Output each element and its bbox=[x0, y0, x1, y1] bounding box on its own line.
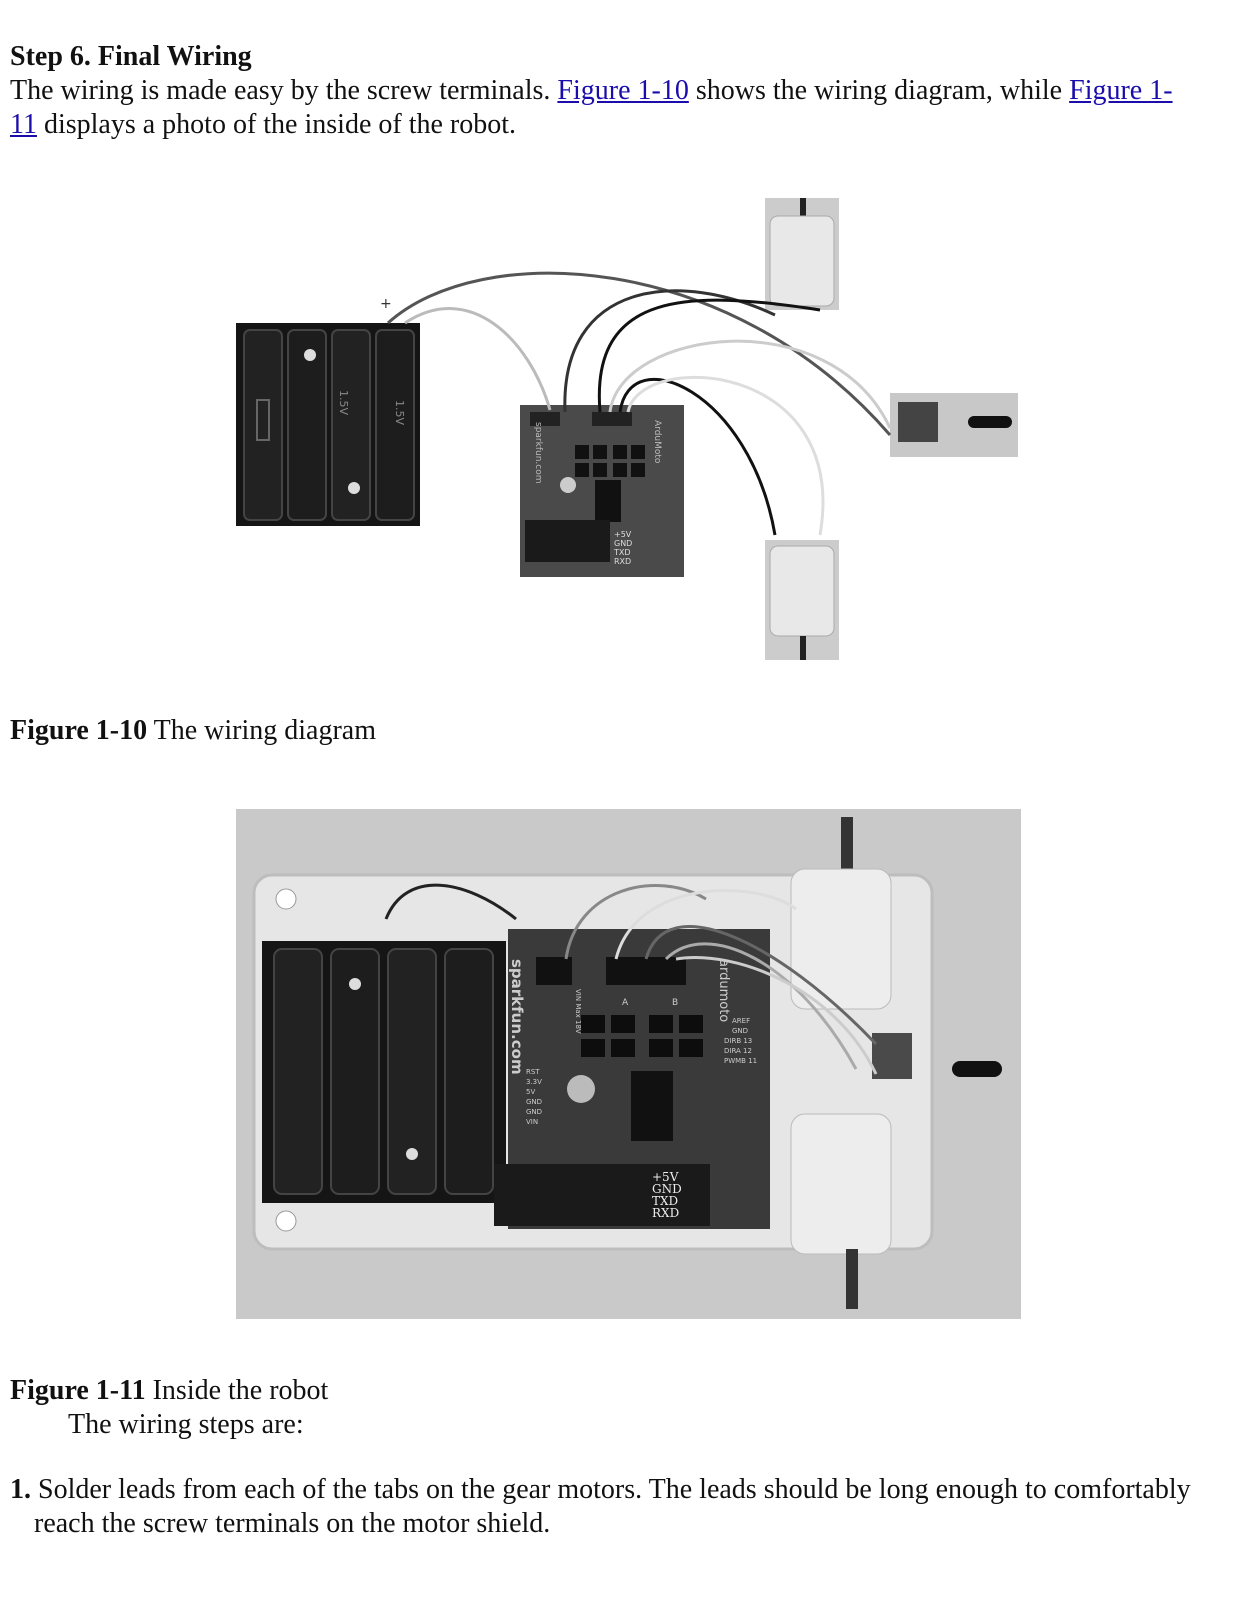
board-label-gnd-3: GND bbox=[526, 1098, 542, 1106]
motor-shield-photo: sparkfun.com ardumoto +5V GND TXD RXD AR… bbox=[494, 929, 770, 1229]
gear-motor-bottom bbox=[765, 540, 839, 660]
board-label-dira: DIRA 12 bbox=[724, 1047, 752, 1055]
shield-label-sparkfun: sparkfun.com bbox=[533, 422, 543, 484]
intro-paragraph: The wiring is made easy by the screw ter… bbox=[10, 74, 1230, 142]
shield-label-ardumoto: ArduMoto bbox=[652, 420, 662, 464]
board-label-gnd-2: GND bbox=[732, 1027, 748, 1035]
battery-holder-photo bbox=[262, 941, 506, 1203]
board-label-txd: TXD bbox=[652, 1194, 678, 1208]
robot-inside-photo: sparkfun.com ardumoto +5V GND TXD RXD AR… bbox=[236, 809, 1021, 1319]
board-label-b: B bbox=[672, 998, 678, 1008]
section-heading: Step 6. Final Wiring bbox=[10, 41, 252, 72]
board-label-sparkfun: sparkfun.com bbox=[508, 959, 526, 1075]
toggle-switch-photo bbox=[872, 1033, 1002, 1079]
plus-mark: + bbox=[380, 296, 392, 312]
board-label-vin-max: VIN Max 18V bbox=[574, 989, 582, 1034]
wiring-diagram-figure: 1.5V 1.5V + sparkfun.com ArduMoto +5V GN… bbox=[236, 198, 1018, 660]
figure-1-10-link[interactable]: Figure 1-10 bbox=[557, 75, 689, 106]
figure-1-11-link-part1[interactable]: Figure 1- bbox=[1069, 75, 1173, 106]
intro-text-2: shows the wiring diagram, while bbox=[688, 75, 1070, 106]
board-label-5v-2: 5V bbox=[526, 1088, 535, 1096]
step-text-line1: Solder leads from each of the tabs on th… bbox=[31, 1474, 1191, 1505]
figure-1-10-label: Figure 1-10 bbox=[10, 715, 148, 746]
intro-text-3: displays a photo of the inside of the ro… bbox=[36, 109, 517, 140]
shield-label-txd: TXD bbox=[613, 548, 631, 557]
steps-intro: The wiring steps are: bbox=[68, 1409, 304, 1440]
shield-label-gnd: GND bbox=[614, 539, 632, 548]
board-label-rst: RST bbox=[526, 1068, 540, 1076]
board-label-a: A bbox=[622, 998, 629, 1008]
board-label-ardumoto: ardumoto bbox=[716, 959, 731, 1022]
wires bbox=[386, 271, 892, 536]
step-text-line2: reach the screw terminals on the motor s… bbox=[34, 1508, 551, 1539]
battery-label-1: 1.5V bbox=[337, 390, 350, 415]
motor-shield: sparkfun.com ArduMoto +5V GND TXD RXD bbox=[520, 405, 684, 577]
board-label-gnd-4: GND bbox=[526, 1108, 542, 1116]
figure-1-11-caption: Figure 1-11 Inside the robot bbox=[10, 1374, 328, 1408]
board-label-rxd: RXD bbox=[652, 1206, 679, 1220]
toggle-switch bbox=[890, 393, 1018, 457]
figure-1-10-caption-text: The wiring diagram bbox=[147, 715, 377, 746]
shield-label-rxd: RXD bbox=[614, 557, 631, 566]
board-label-vin: VIN bbox=[526, 1118, 538, 1126]
figure-1-11-link-part2[interactable]: 11 bbox=[10, 109, 37, 140]
step-number: 1. bbox=[10, 1474, 31, 1505]
shield-label-5v: +5V bbox=[614, 530, 632, 539]
gear-motor-top bbox=[765, 198, 839, 310]
board-label-dirb: DIRB 13 bbox=[724, 1037, 752, 1045]
list-item: 1. Solder leads from each of the tabs on… bbox=[10, 1473, 1225, 1541]
battery-label-2: 1.5V bbox=[393, 400, 406, 425]
battery-holder: 1.5V 1.5V bbox=[236, 323, 420, 526]
gear-motor-top-photo bbox=[790, 817, 892, 1010]
board-label-aref: AREF bbox=[732, 1017, 750, 1025]
figure-1-11-label: Figure 1-11 bbox=[10, 1375, 146, 1406]
board-label-5v: +5V bbox=[652, 1170, 679, 1184]
board-label-pwmb: PWMB 11 bbox=[724, 1057, 757, 1065]
intro-text-1: The wiring is made easy by the screw ter… bbox=[10, 75, 558, 106]
figure-1-10-caption: Figure 1-10 The wiring diagram bbox=[10, 714, 376, 748]
board-label-3v3: 3.3V bbox=[526, 1078, 542, 1086]
wires-photo bbox=[384, 883, 878, 1075]
board-label-gnd: GND bbox=[652, 1182, 682, 1196]
figure-1-11-caption-text: Inside the robot bbox=[145, 1375, 329, 1406]
gear-motor-bottom-photo bbox=[790, 1113, 892, 1309]
